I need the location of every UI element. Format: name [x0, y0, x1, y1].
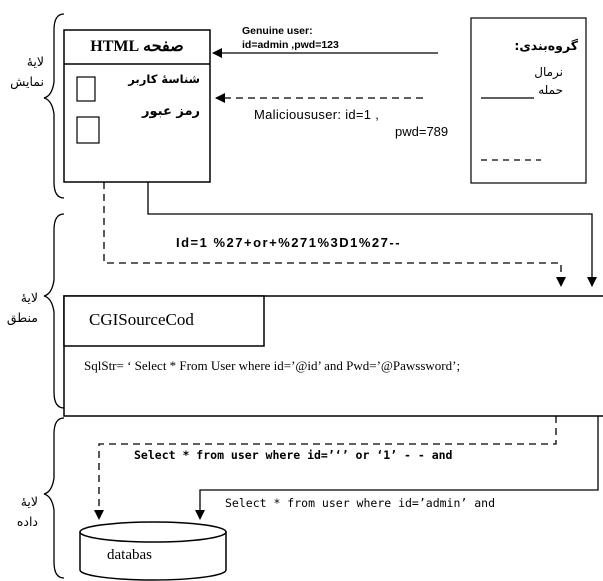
data-layer-brace — [43, 417, 65, 579]
cgi-title-box — [63, 295, 265, 347]
legend-title: گروه‌بندی: — [514, 38, 578, 53]
legend-normal-label: نرمال — [534, 65, 563, 79]
password-input-box — [76, 116, 100, 144]
legend-attack-label: حمله — [538, 83, 563, 97]
cgi-sql-statement: SqlStr= ‘ Select * From User where id=’@… — [84, 358, 461, 373]
normal-request-path — [147, 182, 597, 287]
presentation-layer-label: لایۀ نمایش — [10, 54, 44, 89]
injected-query-string: Id=1 %27+or+%271%3D1%27-- — [176, 235, 402, 250]
username-input-box — [76, 76, 96, 102]
presentation-layer-brace — [43, 13, 65, 199]
genuine-query-text: Select * from user where id=’admin’ and — [225, 496, 496, 510]
html-page-box — [63, 29, 211, 183]
malicious-user-password: pwd=789 — [395, 124, 449, 139]
data-layer-label: لایۀ داده — [16, 494, 38, 529]
genuine-user-label: Genuine user: — [242, 25, 313, 37]
database-label: databas — [107, 547, 152, 563]
malicious-user-label: Malicioususer: id=1 , — [254, 107, 380, 122]
legend-box — [470, 17, 587, 184]
attack-request-path — [103, 182, 566, 287]
malicious-query-text: Select * from user where id=’‘’ or ‘1’ -… — [134, 448, 453, 462]
database-top — [79, 521, 227, 543]
genuine-query-path — [195, 416, 599, 520]
html-page-title: صفحه HTML — [90, 38, 184, 55]
logic-layer-brace — [43, 213, 65, 409]
cgi-title: CGISourceCod — [89, 310, 194, 329]
username-label: شناسۀ کاربر — [128, 72, 200, 86]
malicious-query-path — [94, 416, 557, 520]
password-label: رمز عبور — [142, 104, 200, 119]
genuine-user-credentials: id=admin ,pwd=123 — [242, 39, 339, 51]
logic-layer-label: لایۀ منطق — [6, 290, 38, 325]
database-cylinder — [79, 532, 227, 581]
